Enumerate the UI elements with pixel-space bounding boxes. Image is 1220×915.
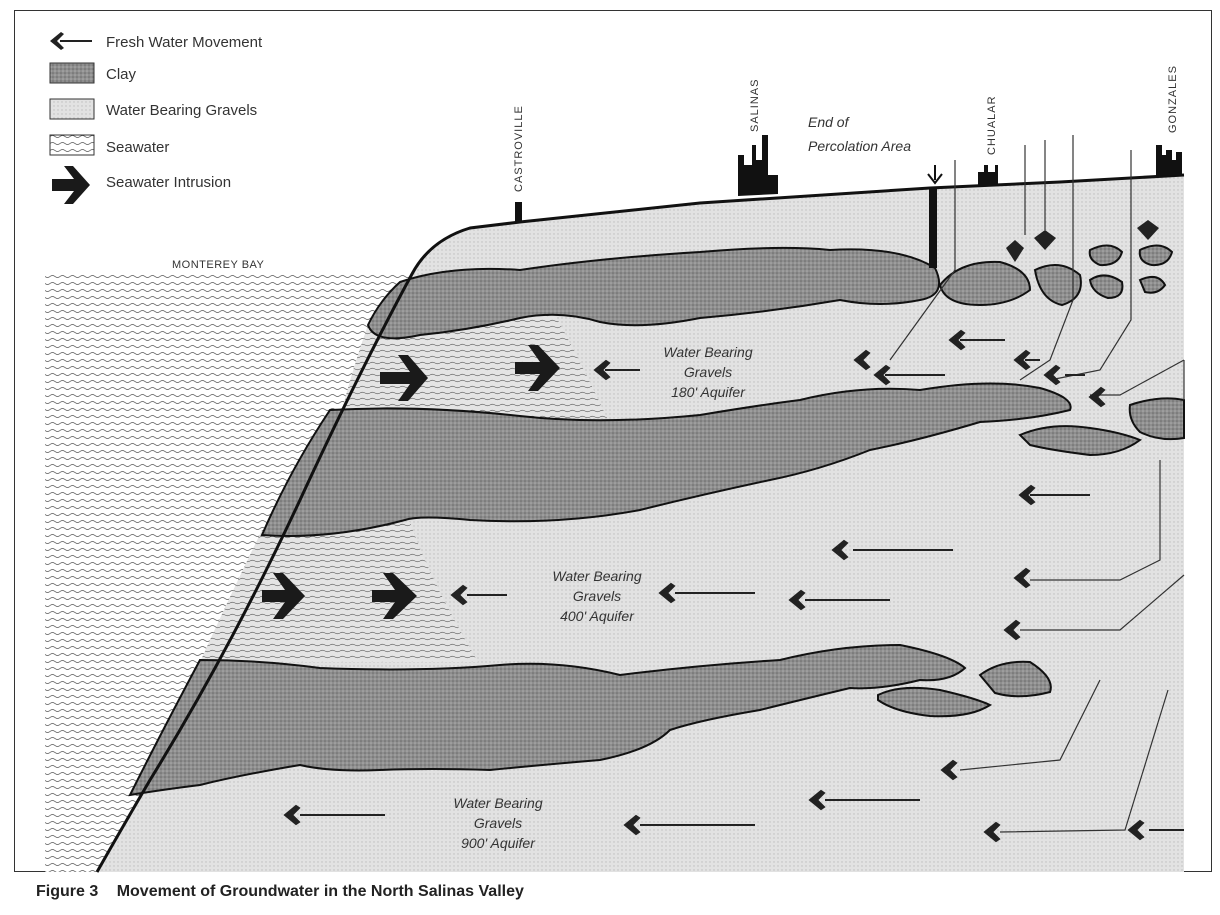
fresh-arrow xyxy=(853,349,871,371)
svg-text:Water Bearing: Water Bearing xyxy=(552,568,641,584)
clay-lens-a xyxy=(938,260,1032,307)
legend-item-clay: Clay xyxy=(49,62,137,84)
fresh-arrow xyxy=(1013,349,1040,371)
down-arrow xyxy=(1034,230,1056,250)
castroville-label: CASTROVILLE xyxy=(513,105,525,192)
fresh-arrow xyxy=(623,814,755,836)
svg-text:Gravels: Gravels xyxy=(573,588,621,604)
svg-text:Water Bearing: Water Bearing xyxy=(663,344,752,360)
legend-item-intrusion: Seawater Intrusion xyxy=(52,166,231,204)
figure-caption: Figure 3 Movement of Groundwater in the … xyxy=(36,883,524,901)
fresh-arrow xyxy=(940,759,958,781)
fresh-water-arrows xyxy=(283,329,1184,843)
intrusion-arrow xyxy=(380,355,428,401)
fresh-arrow xyxy=(450,584,507,606)
legend-label-seawater: Seawater xyxy=(106,139,169,156)
legend-item-fresh: Fresh Water Movement xyxy=(50,32,263,51)
clay-lens-g xyxy=(1128,397,1185,441)
infiltration-arrows xyxy=(927,165,1159,262)
clay-lens-d xyxy=(1088,274,1124,300)
percolation-label-line2: Percolation Area xyxy=(808,138,911,154)
intrusion-arrow xyxy=(372,573,417,619)
fresh-arrow xyxy=(1018,484,1090,506)
intrusion-arrows xyxy=(262,345,560,619)
salinas-skyline xyxy=(738,135,778,196)
clay-swatch-icon xyxy=(49,62,95,84)
monterey-bay-label: MONTEREY BAY xyxy=(172,259,265,271)
legend-item-gravels: Water Bearing Gravels xyxy=(49,98,257,120)
fresh-arrow xyxy=(593,359,640,381)
figure-title: Movement of Groundwater in the North Sal… xyxy=(116,883,524,900)
fresh-arrow xyxy=(1127,819,1184,841)
gravel-swatch-icon xyxy=(49,98,95,120)
down-arrow-percolation xyxy=(927,165,943,185)
clay-lens-h xyxy=(1018,425,1143,457)
fresh-arrow xyxy=(808,789,920,811)
intrusion-arrow xyxy=(262,573,305,619)
gonzales-label: GONZALES xyxy=(1167,65,1179,133)
down-arrow xyxy=(1137,220,1159,240)
chualar-label: CHUALAR xyxy=(986,95,998,155)
svg-text:900' Aquifer: 900' Aquifer xyxy=(461,835,536,851)
fresh-arrow xyxy=(1088,386,1106,408)
svg-text:Gravels: Gravels xyxy=(684,364,732,380)
clay-layer-3 xyxy=(128,643,967,797)
down-arrow xyxy=(1006,240,1024,262)
fresh-arrow xyxy=(983,821,1001,843)
ground-surface xyxy=(95,173,1185,873)
clay-layer-2 xyxy=(260,382,1072,537)
fresh-arrow xyxy=(831,539,953,561)
svg-text:Gravels: Gravels xyxy=(474,815,522,831)
aquifer-900-label: Water Bearing Gravels 900' Aquifer xyxy=(453,795,542,851)
aquifer-180-label: Water Bearing Gravels 180' Aquifer xyxy=(663,344,752,400)
fresh-arrow xyxy=(658,582,755,604)
seawater-swatch-icon xyxy=(49,134,95,156)
legend: Fresh Water Movement Clay Water Bearing … xyxy=(49,32,263,204)
clay-lens-j xyxy=(877,686,993,718)
aquifer-400-label: Water Bearing Gravels 400' Aquifer xyxy=(552,568,641,624)
percolation-label-line1: End of xyxy=(808,114,851,130)
castroville-building xyxy=(515,202,522,222)
gonzales-buildings xyxy=(1156,145,1182,176)
legend-label-fresh: Fresh Water Movement xyxy=(106,34,263,51)
fresh-arrow xyxy=(1013,567,1031,589)
clay-lens-c xyxy=(1088,244,1124,267)
fresh-arrow xyxy=(283,804,385,826)
fresh-arrow-icon xyxy=(50,32,64,50)
clay-lens-i xyxy=(978,660,1052,698)
fresh-arrow xyxy=(948,329,1005,351)
fresh-arrow xyxy=(873,364,945,386)
fresh-arrow xyxy=(788,589,890,611)
svg-text:180' Aquifer: 180' Aquifer xyxy=(671,384,746,400)
intrusion-arrow xyxy=(515,345,560,391)
svg-text:Water Bearing: Water Bearing xyxy=(453,795,542,811)
legend-label-intrusion: Seawater Intrusion xyxy=(106,174,231,191)
intrusion-wedge-400 xyxy=(200,522,478,662)
salinas-label: SALINAS xyxy=(749,79,761,132)
legend-item-seawater: Seawater xyxy=(49,134,169,156)
intrusion-arrow-icon xyxy=(52,166,90,204)
figure-number: Figure 3 xyxy=(36,883,99,900)
chualar-buildings xyxy=(978,165,998,187)
fresh-arrow xyxy=(1003,619,1021,641)
percolation-boundary-bar xyxy=(929,188,937,268)
svg-text:400' Aquifer: 400' Aquifer xyxy=(560,608,635,624)
legend-label-gravels: Water Bearing Gravels xyxy=(106,102,257,119)
clay-layer-1 xyxy=(366,246,940,340)
legend-label-clay: Clay xyxy=(106,66,137,83)
clay-lens-b xyxy=(1033,264,1082,307)
clay-lens-f xyxy=(1138,275,1167,294)
fresh-arrow xyxy=(1043,364,1085,386)
clay-lens-e xyxy=(1138,244,1174,267)
